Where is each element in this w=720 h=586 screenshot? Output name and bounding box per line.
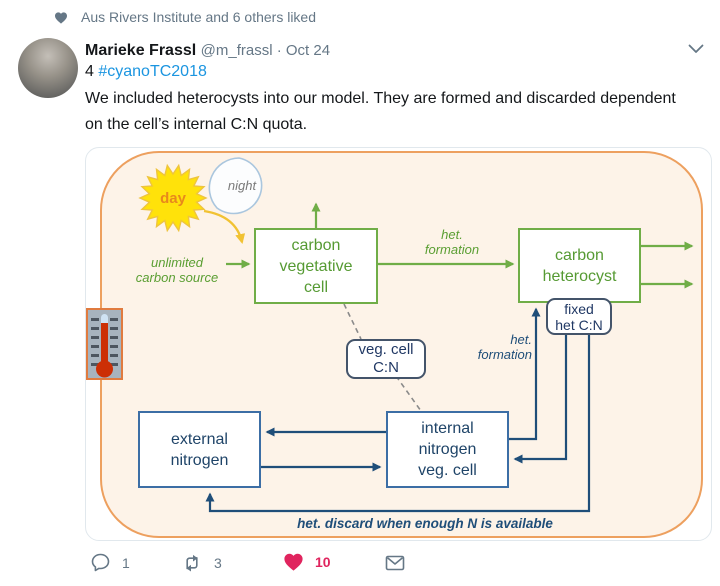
heart-filled-icon [284,553,303,571]
reply-count: 1 [122,554,130,571]
author-handle[interactable]: @m_frassl [200,42,273,59]
label-day: day [160,190,186,207]
retweet-count: 3 [214,555,222,571]
nitrogen-flow-arrows [205,307,591,513]
label-het-formation-blue: het. formation [477,332,532,362]
direct-message-button[interactable] [384,552,406,574]
envelope-icon [385,555,405,571]
tweet-date[interactable]: Oct 24 [285,42,331,59]
retweet-button[interactable]: 3 [181,552,222,574]
dot-separator: · [276,42,282,59]
label-het-formation-green: het. formation [424,227,480,257]
box-veg-cell-cn: veg. cell C:N [346,339,426,379]
box-fixed-het-cn: fixed het C:N [546,298,612,335]
tweet-first-line: 4 #cyanoTC2018 [85,63,207,81]
author-name[interactable]: Marieke Frassl [85,42,197,59]
cn-dashed-connector [343,303,422,412]
thread-number: 4 [85,63,94,80]
reply-button[interactable]: 1 [90,552,130,573]
hashtag-link[interactable]: #cyanoTC2018 [98,63,207,80]
label-unlimited-carbon-source: unlimited carbon source [135,255,219,285]
liked-by-row: Aus Rivers Institute and 6 others liked [54,9,316,25]
label-het-discard: het. discard when enough N is available [297,516,553,531]
liked-by-text: Aus Rivers Institute and 6 others liked [81,9,317,25]
like-count: 10 [315,554,331,570]
avatar[interactable] [18,38,78,98]
carbon-flow-arrows [226,202,694,289]
box-internal-nitrogen-veg-cell: internal nitrogen veg. cell [386,411,509,488]
moon-icon [208,157,263,215]
sunlight-arrow [203,209,246,244]
box-carbon-heterocyst: carbon heterocyst [518,228,641,303]
tweet-header: Marieke Frassl @m_frassl · Oct 24 [85,42,330,60]
box-carbon-vegetative-cell: carbon vegetative cell [254,228,378,304]
retweet-icon [186,554,198,572]
chevron-down-icon[interactable] [688,44,704,54]
box-external-nitrogen: external nitrogen [138,411,261,488]
tweet-media-card[interactable]: carbon vegetative cell carbon heterocyst… [85,147,712,541]
tweet-body: We included heterocysts into our model. … [85,90,676,133]
heart-icon [55,11,67,24]
reply-bubble-icon [91,553,110,572]
thermometer-icon [86,308,123,380]
like-button[interactable]: 10 [283,552,331,572]
label-night: night [227,178,257,193]
sun-icon [138,163,208,233]
